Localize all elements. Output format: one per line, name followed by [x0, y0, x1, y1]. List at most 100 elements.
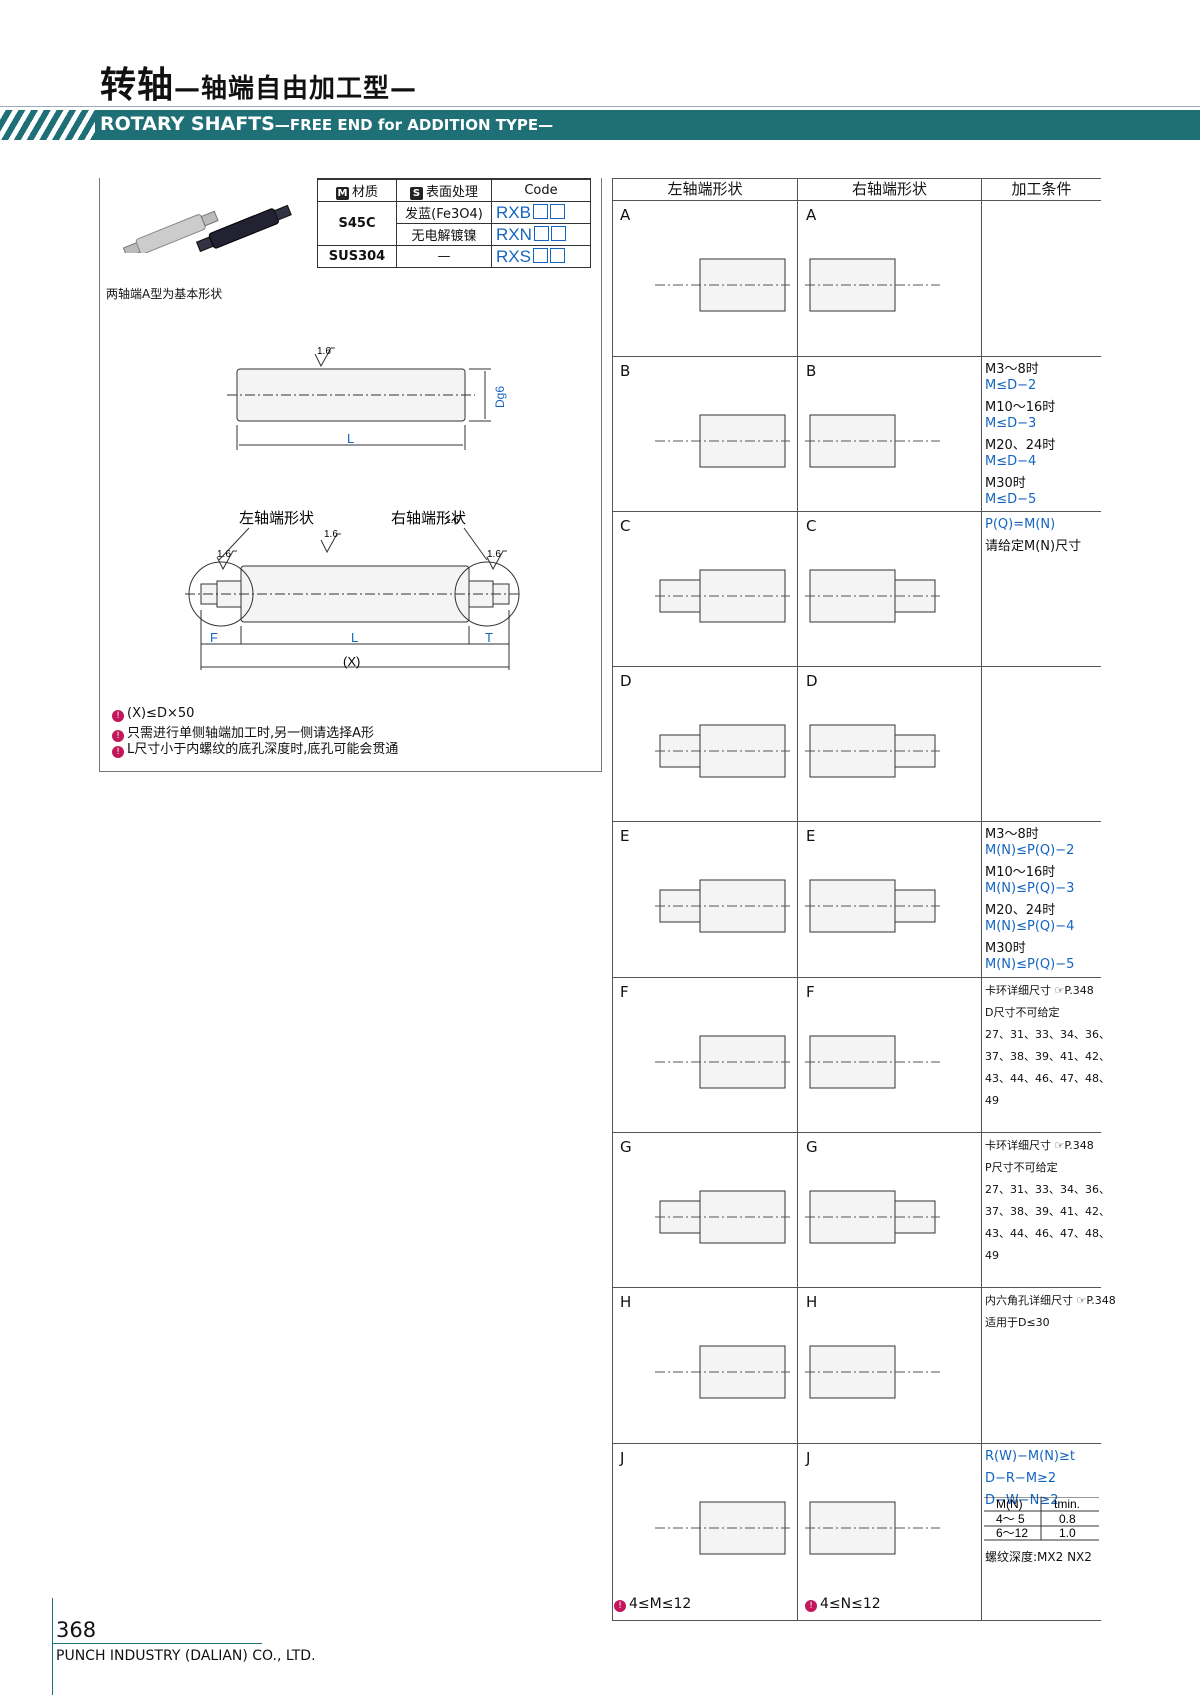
condition-line: 49: [985, 1248, 999, 1264]
dim-dg6: Dg6: [493, 386, 507, 408]
shaft-end-right-H: [805, 1345, 940, 1399]
condition-text: M30时: [985, 941, 1026, 956]
dim-F: F: [210, 630, 218, 645]
row-label-left: B: [620, 362, 631, 380]
roughness-label: 1.6: [217, 549, 231, 560]
shaft-end-right-B: [805, 414, 940, 468]
condition-text: M3～8时: [985, 362, 1039, 377]
condition-text: M20、24时: [985, 903, 1056, 918]
condition-line: 请给定M(N)尺寸: [985, 539, 1081, 555]
mat-cell-code: RXN: [491, 223, 591, 246]
table-top-rule: [612, 178, 1101, 179]
mat-header-code: Code: [491, 178, 591, 202]
row-label-right: E: [806, 827, 816, 845]
page-title: 转轴—轴端自由加工型—: [100, 56, 417, 108]
page-number: 368: [56, 1618, 97, 1642]
shaft-end-left-G: [655, 1190, 790, 1244]
row-rule: [612, 511, 1101, 512]
condition-line: 卡环详细尺寸 ☞P.348: [985, 983, 1094, 999]
condition-text: M20、24时: [985, 438, 1056, 453]
condition-line: 卡环详细尺寸 ☞P.348: [985, 1138, 1094, 1154]
dim-L: L: [351, 630, 358, 645]
header-condition: 加工条件: [1011, 180, 1072, 198]
row-rule: [612, 977, 1101, 978]
note-icon: !: [112, 746, 124, 758]
title-cn-sub: —轴端自由加工型—: [174, 74, 418, 104]
condition-formula: M≤D−3: [985, 416, 1037, 431]
row-label-right: A: [806, 206, 817, 224]
condition-text: M10～16时: [985, 865, 1056, 880]
row-rule: [612, 356, 1101, 357]
row-label-right: C: [806, 517, 817, 535]
shaft-end-right-A: [805, 258, 940, 312]
row-label-left: H: [620, 1293, 632, 1311]
note-icon: !: [112, 710, 124, 722]
j-note-right: !4≤N≤12: [805, 1596, 881, 1612]
condition-line: 内六角孔详细尺寸 ☞P.348: [985, 1293, 1116, 1309]
condition-text: 请给定M(N)尺寸: [985, 539, 1082, 554]
j-table-cell: 0.8: [1059, 1512, 1076, 1526]
title-en-sub: —FREE END for ADDITION TYPE—: [274, 116, 554, 134]
col-line: [612, 178, 613, 1620]
mat-cell-material: S45C: [317, 201, 397, 246]
col-line: [797, 178, 798, 1620]
row-rule: [612, 1620, 1101, 1621]
condition-text: 27、31、33、34、36、: [985, 1028, 1110, 1041]
row-label-left: F: [620, 983, 629, 1001]
m-badge-icon: M: [335, 187, 349, 200]
row-rule: [612, 666, 1101, 667]
condition-text: M3～8时: [985, 827, 1039, 842]
left-panel: [99, 178, 602, 772]
row-label-left: G: [620, 1138, 632, 1156]
mat-cell-code: RXS: [491, 245, 591, 268]
title-en: ROTARY SHAFTS—FREE END for ADDITION TYPE…: [100, 113, 553, 135]
roughness-label: 1.6: [317, 346, 331, 357]
row-label-right: B: [806, 362, 817, 380]
shaft-end-right-J: [805, 1501, 940, 1555]
title-en-main: ROTARY SHAFTS: [100, 113, 275, 135]
condition-line: P(Q)=M(N): [985, 517, 1055, 533]
j-table-h1: M(N): [996, 1497, 1023, 1511]
condition-line: R(W)−M(N)≥t: [985, 1449, 1075, 1465]
mat-cell-code: RXB: [491, 201, 591, 224]
shaft-end-right-G: [805, 1190, 940, 1244]
condition-text: 卡环详细尺寸 ☞P.348: [985, 984, 1094, 997]
condition-line: 49: [985, 1093, 999, 1109]
banner-stripes: [0, 110, 95, 140]
condition-line: 适用于D≤30: [985, 1315, 1050, 1331]
condition-text: M30时: [985, 476, 1026, 491]
condition-text: M10～16时: [985, 400, 1056, 415]
j-thread-depth: 螺纹深度:MX2 NX2: [985, 1550, 1092, 1564]
row-label-right: H: [806, 1293, 818, 1311]
condition-formula: M≤D−4: [985, 454, 1037, 469]
note-icon: !: [805, 1600, 817, 1612]
row-label-right: J: [806, 1449, 811, 1467]
roughness-label: 1.6: [487, 549, 501, 560]
title-cn-main: 转轴: [100, 65, 175, 106]
condition-text: 43、44、46、47、48、: [985, 1227, 1110, 1240]
mat-cell-surface: 发蓝(Fe3O4): [396, 201, 492, 224]
condition-text: 内六角孔详细尺寸 ☞P.348: [985, 1294, 1116, 1307]
j-min-table: M(N) tmin. 4～ 5 0.8 6～12 1.0: [984, 1497, 1099, 1541]
table-header-rule: [612, 200, 1101, 201]
j-table-cell: 6～12: [996, 1526, 1028, 1540]
condition-text: 适用于D≤30: [985, 1316, 1050, 1329]
condition-formula: P(Q)=M(N): [985, 517, 1056, 532]
col-line: [981, 178, 982, 1620]
condition-text: 卡环详细尺寸 ☞P.348: [985, 1139, 1094, 1152]
condition-formula: R(W)−M(N)≥t: [985, 1449, 1075, 1464]
condition-line: P尺寸不可给定: [985, 1160, 1058, 1176]
dim-T: T: [485, 630, 493, 645]
j-table-cell: 4～ 5: [996, 1512, 1025, 1526]
shaft-end-right-F: [805, 1035, 940, 1089]
shaft-end-left-C: [655, 569, 790, 623]
mat-cell-surface: 无电解镀镍: [396, 223, 492, 246]
condition-line: 27、31、33、34、36、: [985, 1182, 1110, 1198]
dim-L: L: [347, 431, 354, 446]
